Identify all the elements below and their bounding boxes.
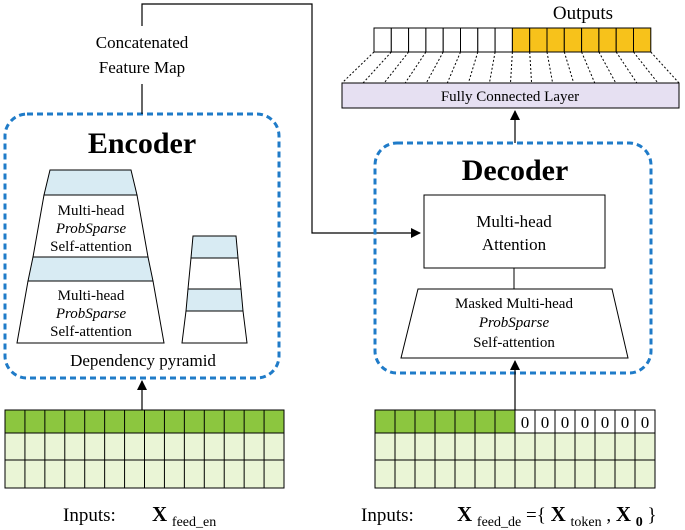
fc-dotted-line [563, 51, 575, 84]
fc-dotted-line [467, 51, 479, 84]
concat-label-line2: Feature Map [99, 58, 185, 77]
encoder-block2-line1: Multi-head [58, 288, 125, 304]
fully-connected-layer-box [341, 82, 680, 109]
decoder-masked-line1: Masked Multi-head [455, 296, 573, 312]
fc-dotted-line [341, 51, 375, 84]
decoder-inputs-comma: , [606, 505, 616, 526]
output-cell [563, 27, 583, 53]
fc-dotted-line [446, 51, 461, 84]
encoder-inputs-caption: Inputs: X feed_en [63, 502, 216, 530]
concat-connector-line [141, 3, 420, 233]
zero-cell-label: 0 [541, 413, 550, 432]
output-cell [460, 27, 479, 53]
decoder-attention-box [423, 194, 606, 269]
decoder-inputs-subscript: feed_de [477, 515, 521, 530]
zero-cell-label: 0 [601, 413, 610, 432]
decoder-masked-line3: Self-attention [473, 335, 555, 351]
encoder-pyramid-large [16, 169, 165, 344]
zero-cell-label: 0 [561, 413, 570, 432]
encoder-block1-line1: Multi-head [58, 203, 125, 219]
output-cell [442, 27, 462, 53]
zero-cell-label: 0 [521, 413, 530, 432]
output-cell [511, 27, 531, 53]
decoder-inputs-caption: Inputs: X feed_de ={ X token , X 0 } [361, 502, 657, 530]
fc-dotted-line [404, 51, 427, 84]
decoder-zero-subscript: 0 [636, 515, 643, 530]
decoder-attention-line1: Multi-head [476, 212, 552, 231]
output-cell [529, 27, 548, 53]
fc-dotted-line [529, 51, 533, 84]
encoder-block2-line2: ProbSparse [55, 306, 127, 322]
encoder-inputs-prefix: Inputs: [63, 505, 116, 526]
fc-dotted-line [425, 51, 444, 84]
output-cell [494, 27, 513, 53]
fc-dotted-line [362, 51, 392, 84]
zero-cell-label: 0 [641, 413, 650, 432]
fc-dotted-line [615, 51, 638, 84]
encoder-inputs-symbol: X [152, 502, 167, 526]
encoder-inputs-subscript: feed_en [172, 515, 216, 530]
decoder-inputs-prefix: Inputs: [361, 505, 414, 526]
encoder-title: Encoder [88, 127, 196, 160]
output-cell [615, 27, 635, 53]
decoder-title: Decoder [462, 154, 569, 187]
dependency-pyramid-caption: Dependency pyramid [70, 351, 216, 370]
fc-dotted-line [598, 51, 617, 84]
output-cell [581, 27, 600, 53]
fc-dotted-line [546, 51, 554, 84]
fully-connected-layer-label: Fully Connected Layer [441, 89, 579, 105]
concat-label-line1: Concatenated [96, 33, 189, 52]
decoder-token-subscript: token [571, 515, 602, 530]
output-cell [633, 27, 652, 53]
output-cell [390, 27, 410, 53]
decoder-token-symbol: X [551, 502, 566, 526]
decoder-box [373, 141, 653, 375]
encoder-block2-line3: Self-attention [50, 324, 132, 340]
decoder-inputs-symbol: X [457, 502, 472, 526]
decoder-attention-line2: Attention [482, 235, 547, 254]
fc-dotted-line [510, 51, 513, 84]
encoder-block1-line2: ProbSparse [55, 221, 127, 237]
zero-cell-label: 0 [581, 413, 590, 432]
decoder-inputs-close: } [648, 505, 657, 526]
fc-dotted-line [633, 51, 659, 84]
fc-dotted-line [581, 51, 596, 84]
decoder-inputs-eq: ={ [526, 505, 546, 526]
fc-dotted-connectors [341, 51, 680, 84]
output-cell [598, 27, 617, 53]
output-row [373, 27, 652, 53]
decoder-zero-symbol: X [616, 502, 631, 526]
fc-dotted-line [383, 51, 409, 84]
decoder-masked-line2: ProbSparse [478, 315, 550, 331]
fc-dotted-line [650, 51, 680, 84]
zero-cell-label: 0 [621, 413, 630, 432]
encoder-input-grid [4, 409, 285, 489]
decoder-masked-trapezoid [400, 288, 629, 359]
encoder-block1-line3: Self-attention [50, 239, 132, 255]
output-cell [477, 27, 496, 53]
output-cell [546, 27, 565, 53]
encoder-pyramid-small [181, 235, 248, 344]
output-cell [373, 27, 392, 53]
outputs-label: Outputs [553, 3, 613, 24]
fc-dotted-line [488, 51, 496, 84]
output-cell [425, 27, 444, 53]
output-cell [408, 27, 427, 53]
